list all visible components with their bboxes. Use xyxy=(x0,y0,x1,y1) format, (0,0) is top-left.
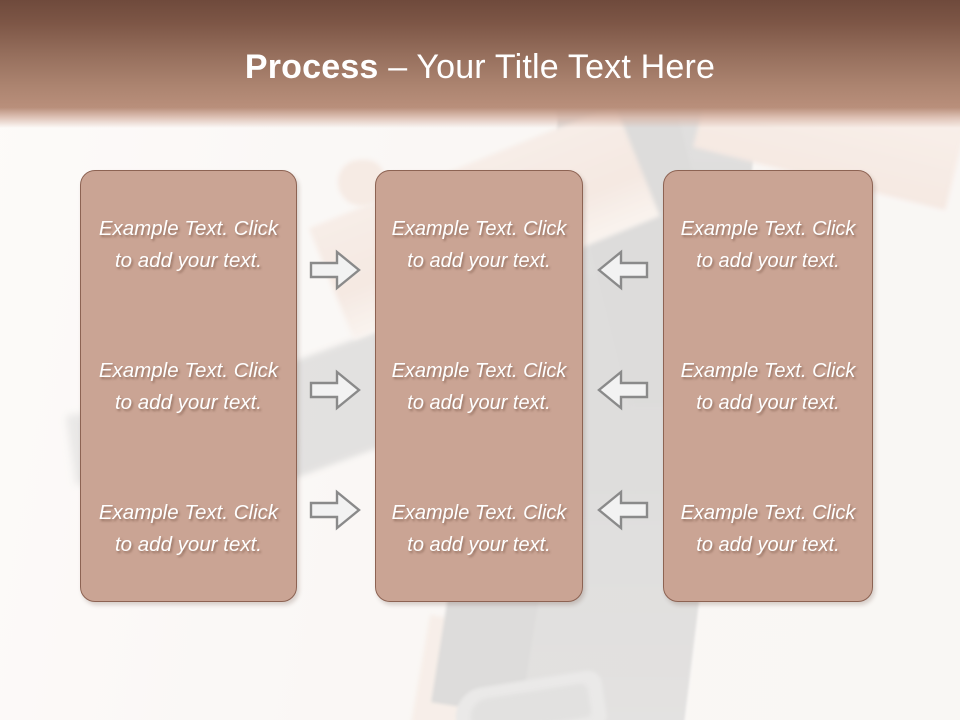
process-text: Example Text. Click to add your text. xyxy=(680,502,856,556)
page-title-bold: Process xyxy=(244,48,379,86)
process-box-3[interactable]: Example Text. Click to add your text. Ex… xyxy=(663,170,873,602)
arrow-left-icon[interactable] xyxy=(597,368,649,412)
header-banner xyxy=(0,0,960,128)
process-text: Example Text. Click to add your text. xyxy=(391,502,567,556)
process-text: Example Text. Click to add your text. xyxy=(680,218,856,272)
process-text: Example Text. Click to add your text. xyxy=(680,360,856,414)
arrow-right-icon[interactable] xyxy=(309,368,361,412)
arrow-left-icon[interactable] xyxy=(597,488,649,532)
process-box-1[interactable]: Example Text. Click to add your text. Ex… xyxy=(80,170,297,602)
process-box-2[interactable]: Example Text. Click to add your text. Ex… xyxy=(375,170,583,602)
arrow-right-icon[interactable] xyxy=(309,488,361,532)
process-text: Example Text. Click to add your text. xyxy=(98,501,279,556)
arrow-right-icon[interactable] xyxy=(309,248,361,292)
arrow-left-icon[interactable] xyxy=(597,248,649,292)
page-title: Process – Your Title Text Here xyxy=(0,47,960,87)
page-title-rest: – Your Title Text Here xyxy=(378,48,716,86)
process-text: Example Text. Click to add your text. xyxy=(98,359,279,414)
process-text: Example Text. Click to add your text. xyxy=(98,217,279,272)
process-text: Example Text. Click to add your text. xyxy=(391,218,567,272)
process-text: Example Text. Click to add your text. xyxy=(391,360,567,414)
